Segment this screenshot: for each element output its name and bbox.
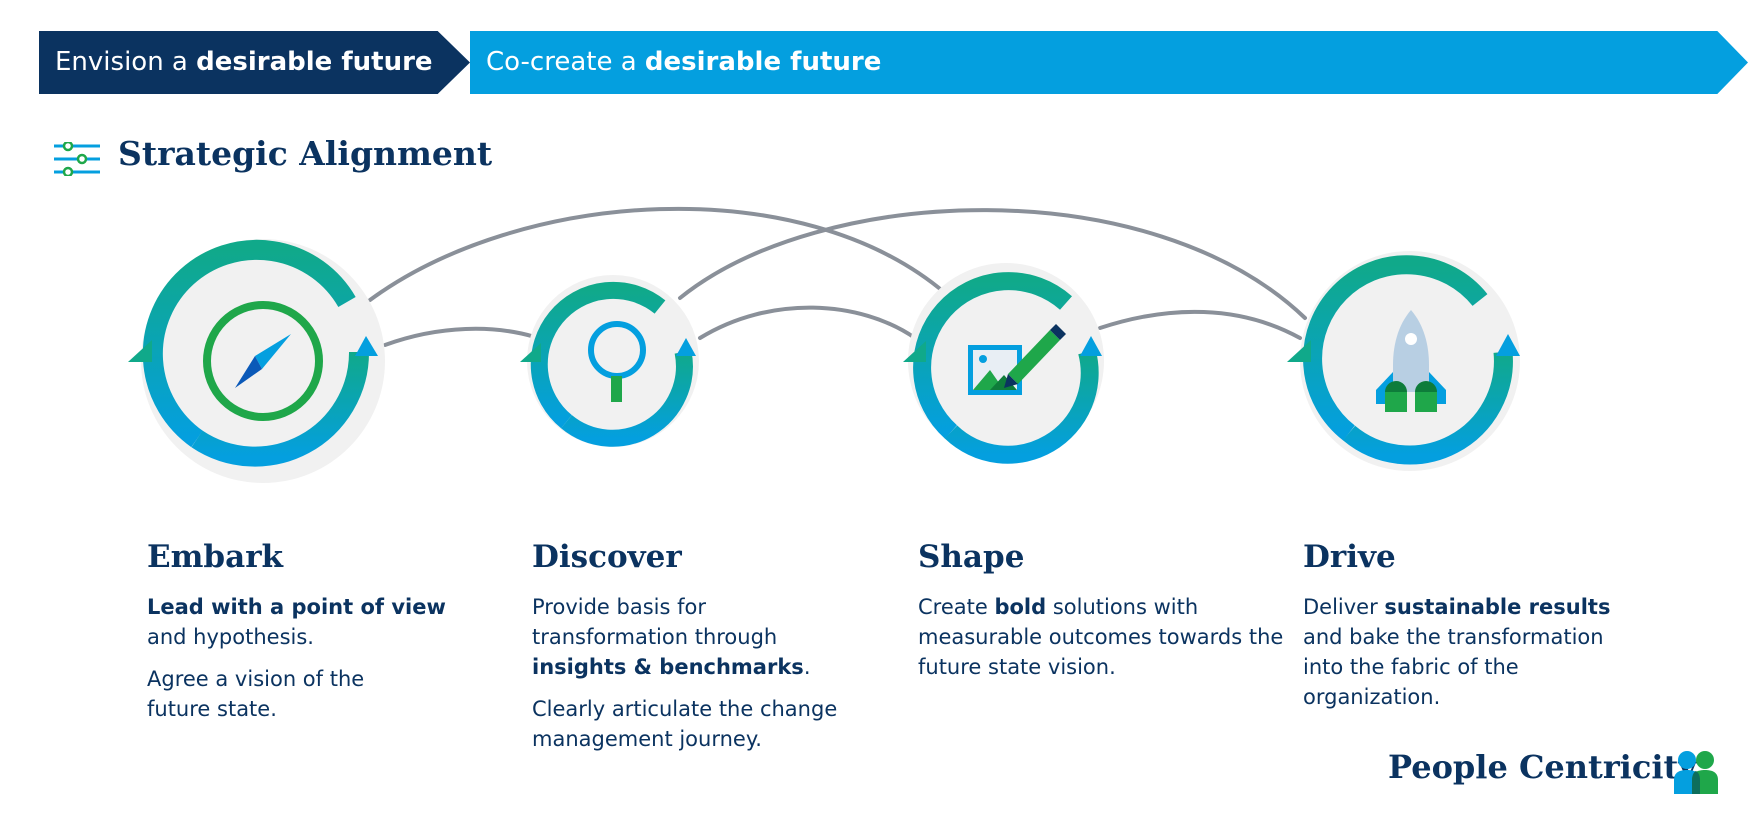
- stage-title: Embark: [147, 539, 284, 575]
- stage-desc-1: Create bold solutions with measurable ou…: [918, 595, 1284, 679]
- stage-circle-shape: [903, 263, 1104, 464]
- envision-banner-text: Envision a desirable future: [55, 47, 433, 77]
- stage-shape: Shape Create bold solutions with measura…: [918, 538, 1283, 694]
- stage-circle-drive: [1287, 251, 1520, 471]
- arc-shape-drive: [1098, 309, 1302, 340]
- stage-desc-1: Provide basis for transformation through…: [532, 595, 811, 679]
- footer-title: People Centricity: [1388, 748, 1697, 786]
- rocket-icon: [1376, 310, 1446, 412]
- co-create-banner-text: Co-create a desirable future: [486, 47, 882, 77]
- stage-desc-1: Lead with a point of view and hypothesis…: [147, 595, 446, 649]
- arc-discover-shape: [698, 305, 917, 340]
- stage-discover: Discover Provide basis for transformatio…: [532, 538, 892, 766]
- compass-icon: [203, 301, 323, 421]
- arc-embark-discover: [383, 326, 537, 347]
- stage-diagram: [128, 206, 1520, 483]
- connector-arcs: [368, 206, 1307, 347]
- arc-discover-drive: [678, 208, 1307, 320]
- stage-embark: Embark Lead with a point of view and hyp…: [147, 538, 507, 736]
- sliders-icon: [54, 142, 100, 176]
- stage-desc-1: Deliver sustainable results and bake the…: [1303, 595, 1611, 709]
- stage-desc-2: Clearly articulate the change management…: [532, 697, 838, 751]
- image-edit-icon: [968, 324, 1066, 395]
- stage-title: Drive: [1303, 539, 1396, 575]
- people-icon: [1674, 751, 1718, 794]
- section-title: Strategic Alignment: [118, 134, 493, 173]
- stage-drive: Drive Deliver sustainable results and ba…: [1303, 538, 1663, 724]
- magnifier-icon: [588, 321, 646, 402]
- stage-title: Shape: [918, 539, 1025, 575]
- stage-circle-embark: [128, 239, 385, 483]
- stage-circle-discover: [520, 275, 699, 447]
- stage-desc-2: Agree a vision of the future state.: [147, 667, 365, 721]
- stage-title: Discover: [532, 539, 682, 575]
- envision-banner: Envision a desirable future: [39, 31, 470, 94]
- co-create-banner: Co-create a desirable future: [470, 31, 1748, 94]
- arc-embark-shape: [368, 206, 947, 302]
